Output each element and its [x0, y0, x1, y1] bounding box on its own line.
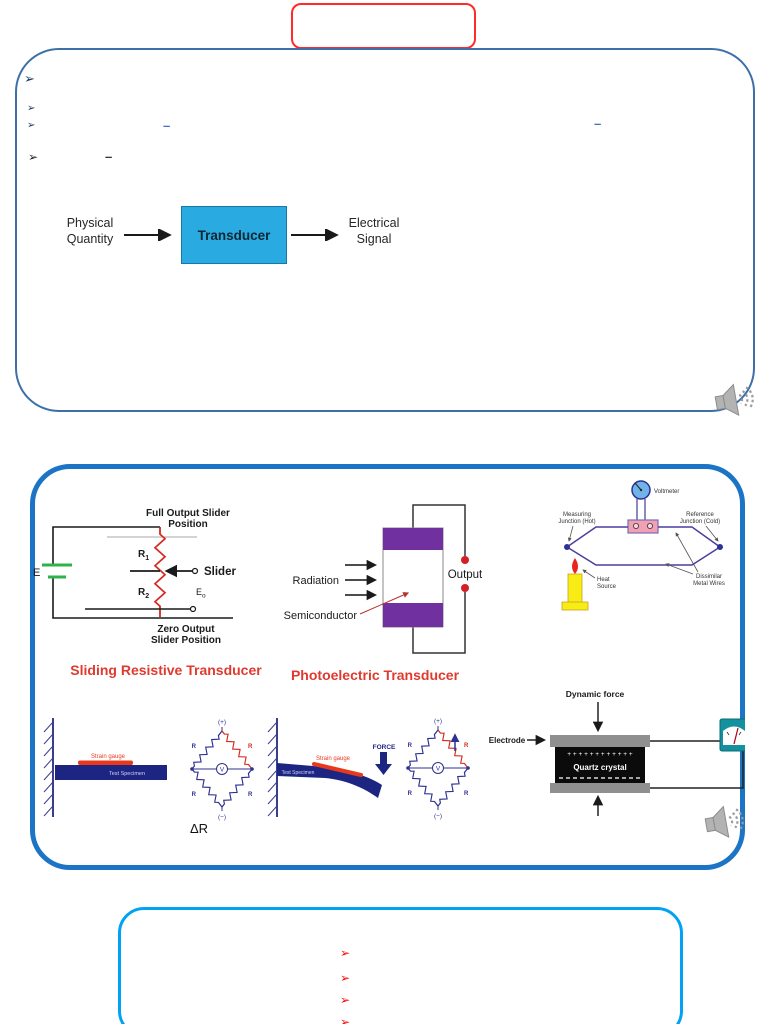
strain-gauge-bent-diagram: Test Specimen Strain gauge FORCE V [267, 718, 471, 820]
quartz-crystal-label: Quartz crystal [573, 763, 626, 772]
bridge-minus-label: (−) [434, 813, 442, 820]
full-output-label-2: Position [168, 519, 207, 530]
test-specimen-label: Test Specimen [282, 770, 315, 776]
electrode-label: Electrode [489, 736, 526, 745]
bridge-r-label: R [408, 791, 413, 797]
dynamic-force-label: Dynamic force [566, 689, 625, 699]
flow-input-label: Physical Quantity [55, 215, 125, 247]
strain-gauge-flat-diagram: Test Specimen Strain gauge ΔR V (+) [43, 718, 255, 836]
wheatstone-bridge: V (+) (−) R R R R [189, 719, 255, 821]
meter-icon [719, 718, 745, 752]
photoelectric-caption: Photoelectric Transducer [291, 667, 460, 683]
slide-transducer-intro: ➢ ➢ ➢ ➢ – – – Physical Quantity Transduc… [15, 48, 755, 416]
bullet-arrow-icon: ➢ [340, 1015, 351, 1024]
flow-input-line1: Physical [66, 216, 114, 230]
strain-gauge-label: Strain gauge [91, 754, 126, 760]
bullet-arrow-icon: ➢ [27, 103, 36, 114]
bridge-r-label: R [248, 744, 253, 750]
speaker-icon[interactable] [712, 378, 758, 426]
output-label: Output [448, 569, 483, 581]
bridge-plus-label: (+) [434, 718, 442, 725]
heat-source-label-1: Heat [597, 577, 610, 583]
zero-output-label-1: Zero Output [157, 624, 215, 635]
sliding-caption: Sliding Resistive Transducer [70, 662, 262, 678]
transducer-diagrams: Full Output Slider Position E R1 R2 Slid… [33, 480, 745, 841]
resistor-r1-label: R1 [138, 549, 149, 562]
zero-output-label-2: Slider Position [151, 635, 221, 646]
thermocouple-diagram: Voltmeter Measuring Junction (Hot) Refer… [558, 480, 725, 611]
flow-output-line1: Electrical [348, 216, 400, 230]
measuring-junction-label-2: Junction (Hot) [558, 519, 595, 525]
voltmeter-label: Voltmeter [654, 489, 679, 495]
measuring-junction-label-1: Measuring [563, 512, 591, 518]
bullet-arrow-icon: ➢ [340, 971, 351, 985]
text-dash: – [594, 116, 602, 131]
bullet-arrow-icon: ➢ [340, 993, 351, 1007]
bridge-r-label: R [192, 792, 197, 798]
speaker-icon[interactable] [704, 804, 745, 841]
bridge-r-label: R [192, 744, 197, 750]
strain-gauge-label: Strain gauge [316, 756, 351, 762]
force-arrow-icon [375, 752, 392, 775]
bullet-arrow-icon: ➢ [340, 946, 351, 960]
battery-label: E [33, 567, 40, 579]
transducer-box: Transducer [181, 206, 287, 264]
dissimilar-wires-label-1: Dissimilar [696, 574, 722, 580]
flow-input-line2: Quantity [66, 232, 114, 246]
slide-title-box [291, 3, 476, 49]
slide-transducer-types: Full Output Slider Position E R1 R2 Slid… [30, 464, 745, 870]
wheatstone-bridge: V (+) (−) R R R R [405, 718, 471, 820]
delta-r-label: ΔR [190, 821, 208, 836]
slider-label: Slider [204, 566, 236, 578]
text-dash: – [163, 118, 171, 133]
force-label: FORCE [373, 744, 396, 751]
flow-output-label: Electrical Signal [339, 215, 409, 247]
sliding-resistive-diagram: Full Output Slider Position E R1 R2 Slid… [33, 508, 262, 678]
slide-advantages: ➢ ➢ ➢ ➢ [118, 907, 683, 1024]
full-output-label-1: Full Output Slider [146, 508, 230, 519]
bullet-arrow-icon: ➢ [24, 71, 35, 86]
bridge-v-label: V [220, 767, 225, 774]
bridge-plus-label: (+) [218, 719, 226, 726]
bullet-arrow-icon: ➢ [28, 150, 39, 164]
bridge-r-label: R [464, 791, 469, 797]
flame-icon [572, 558, 578, 574]
transducer-box-label: Transducer [197, 227, 271, 243]
bridge-r-label: R [464, 743, 469, 749]
flow-output-line2: Signal [356, 232, 392, 246]
reference-junction-label-1: Reference [686, 512, 714, 518]
dissimilar-wires-label-2: Metal Wires [693, 581, 725, 587]
charge-plus-row: + + + + + + + + + + + + [567, 751, 633, 758]
arrow-right-icon [291, 229, 339, 241]
eo-label: Eo [196, 587, 206, 600]
bridge-v-label: V [436, 766, 441, 773]
bridge-r-label: R [248, 792, 253, 798]
radiation-label: Radiation [293, 575, 339, 587]
resistor-r2-label: R2 [138, 587, 149, 600]
text-dash: – [105, 149, 113, 164]
bullet-arrow-icon: ➢ [27, 120, 36, 131]
photoelectric-diagram: Output Radiation Semiconductor Photoelec… [284, 504, 483, 683]
bridge-minus-label: (−) [218, 814, 226, 821]
piezoelectric-diagram: Dynamic force Electrode + + + + + + + + … [489, 689, 745, 816]
heat-source-label-2: Source [597, 584, 617, 590]
bridge-r-label: R [408, 743, 413, 749]
arrow-right-icon [124, 229, 172, 241]
test-specimen-label: Test Specimen [109, 771, 145, 777]
semiconductor-label: Semiconductor [284, 610, 358, 622]
reference-junction-label-2: Junction (Cold) [680, 519, 720, 525]
